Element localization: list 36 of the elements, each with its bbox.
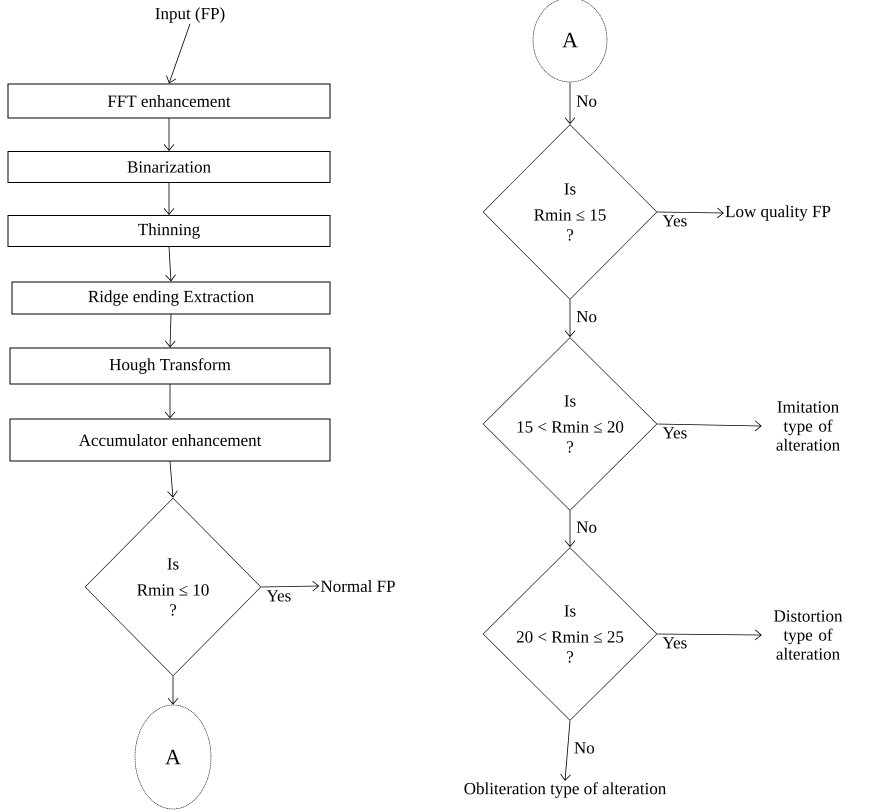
arrow: [656, 630, 762, 640]
arrow: [260, 580, 320, 592]
edge-label: Yes: [662, 636, 688, 650]
edge-label: No: [572, 741, 596, 755]
process-box: Accumulator enhancement: [10, 418, 330, 462]
edge-label: Yes: [662, 214, 688, 228]
arrow: [167, 461, 178, 498]
edge-label: No: [575, 310, 598, 324]
flow-text: Normal FP: [320, 580, 395, 592]
outcome-text: Distortion type of alteration: [774, 610, 842, 660]
arrow: [164, 314, 176, 348]
arrow: [166, 24, 190, 84]
process-box: Thinning: [8, 215, 330, 247]
arrow: [656, 420, 762, 432]
process-box: FFT enhancement: [8, 84, 330, 118]
edge-label: No: [575, 94, 598, 108]
arrow: [164, 384, 176, 419]
process-box: Binarization: [8, 151, 330, 183]
outcome-text: Imitation type of alteration: [776, 401, 840, 451]
arrow: [656, 208, 724, 218]
process-box: Ridge ending Extraction: [12, 282, 330, 314]
arrow: [164, 182, 174, 215]
arrow: [564, 299, 576, 338]
arrow: [560, 720, 571, 781]
arrow: [165, 246, 176, 282]
flow-text: Obliteration type of alteration: [464, 782, 666, 798]
edge-label: No: [575, 520, 598, 534]
arrow: [168, 676, 178, 705]
arrow: [164, 118, 174, 151]
flow-text: Low quality FP: [726, 205, 830, 221]
process-box: Hough Transform: [10, 348, 330, 384]
edge-label: Yes: [662, 426, 688, 440]
arrow: [564, 510, 576, 548]
arrow: [564, 82, 576, 124]
edge-label: Yes: [266, 589, 292, 602]
flow-text: Input (FP): [155, 7, 224, 23]
